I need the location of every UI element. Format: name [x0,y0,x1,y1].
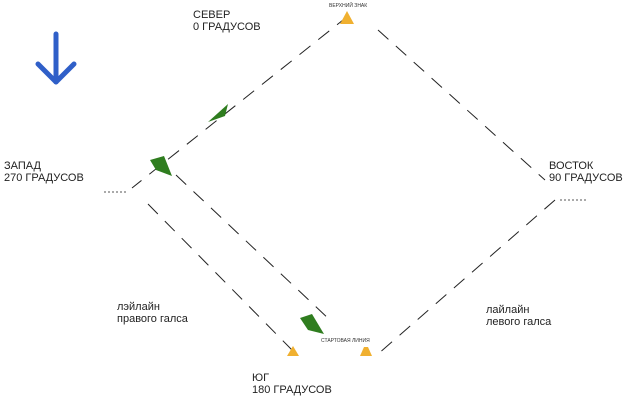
pin-mark-icon [287,346,299,356]
boat-lower-icon [300,314,324,334]
starboard-layline-label: лэйлайн правого галса [117,301,188,325]
west-label: ЗАПАД 270 ГРАДУСОВ [4,160,84,184]
boat-upper-icon [208,104,228,122]
north-degrees: 0 ГРАДУСОВ [193,21,261,33]
north-name: СЕВЕР [193,9,231,21]
layline-northeast [377,29,546,181]
starboard-layline-line2: правого галса [117,313,188,325]
wind-direction-arrow-icon [35,31,77,85]
layline-southeast [377,199,556,355]
starboard-layline-line1: лэйлайн [117,301,160,313]
west-name: ЗАПАД [4,160,41,172]
top-mark-label: ВЕРХНИЙ ЗНАК [329,3,368,9]
west-degrees: 270 ГРАДУСОВ [4,172,84,184]
south-degrees: 180 ГРАДУСОВ [252,384,332,396]
boat-west-icon [150,156,172,176]
south-name: ЮГ [252,372,270,384]
start-line-label: СТАРТОВАЯ ЛИНИЯ [321,338,370,344]
top-mark-icon [340,11,354,24]
east-degrees: 90 ГРАДУСОВ [549,172,623,184]
port-layline-label: лайлайн левого галса [486,304,551,328]
east-label: ВОСТОК 90 ГРАДУСОВ [549,160,623,184]
port-layline-line2: левого галса [486,316,552,328]
committee-boat-icon [360,347,372,356]
north-label: СЕВЕР 0 ГРАДУСОВ [193,9,261,33]
boat-course-line [175,174,331,321]
layline-southwest [147,203,293,351]
east-name: ВОСТОК [549,160,594,172]
port-layline-line1: лайлайн [486,304,530,316]
south-label: ЮГ 180 ГРАДУСОВ [252,372,332,396]
